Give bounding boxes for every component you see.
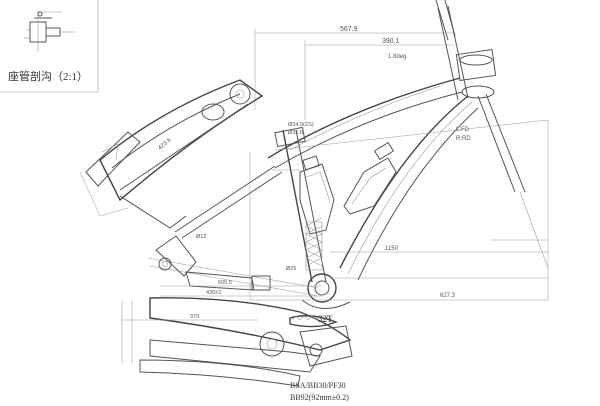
dim-stay-length: 423.6: [157, 137, 173, 152]
bottom-bracket: [301, 273, 351, 309]
top-tube: [267, 77, 463, 169]
dim-bottle-width: Ø34.9(ZS): [288, 122, 314, 128]
dim-head-upper: L:FD: [456, 127, 470, 133]
seat-stay-assembly: 423.6: [79, 79, 264, 229]
dim-head-lower: R:RD: [456, 136, 471, 142]
dim-swingarm: 379: [190, 314, 199, 320]
frame-dimension-box: 1150 627.3 Ø34.9(ZS) Ø31.6: [249, 119, 549, 301]
water-bottle-down-tube: [343, 141, 397, 215]
detail-caption: 座管剖沟（2:1）: [8, 69, 88, 83]
dim-top-inner: 390.1: [382, 38, 400, 45]
head-tube: [435, 0, 497, 101]
bb-spec-line: BB92(92mm±0.2): [290, 393, 349, 402]
dim-bottom-span: 627.3: [440, 293, 456, 299]
chainring: 32T: [289, 314, 338, 328]
seat-tube: [272, 126, 327, 283]
dim-dropout-label: Ø12: [196, 234, 206, 240]
water-bottle-seat-tube: [299, 155, 335, 235]
dim-stay-small: Ø25: [286, 266, 296, 272]
dim-mid-span: 1150: [385, 246, 399, 252]
top-dimension-lines: 567.9 390.1 1.8deg L:FD R:RD: [254, 26, 471, 142]
down-tube: [339, 95, 479, 281]
bb-notes: BSA/BB30/PF30 BB92(92mm±0.2): [290, 381, 349, 402]
fork-outline: [477, 93, 549, 269]
dim-top-outer: 567.9: [340, 26, 358, 33]
dim-pivot-span: 505.5: [218, 280, 232, 286]
dim-seat-ref: Ø31.6: [288, 130, 303, 136]
rear-dropout: 505.5 430±2 Ø12 Ø25: [155, 234, 322, 297]
seat-clamp-detail-sketch: [24, 10, 76, 52]
seat-tube-hatch: [305, 217, 323, 271]
main-frame: [267, 0, 549, 309]
chainring-label: 32T: [318, 314, 333, 324]
dim-tt-slope: 1.8deg: [388, 54, 406, 60]
bb-standard-line: BSA/BB30/PF30: [290, 381, 346, 390]
swingarm: 379: [121, 297, 353, 387]
dim-chainstay-span: 430±2: [206, 290, 221, 296]
seat-tube-detail-panel: 座管剖沟（2:1）: [0, 0, 99, 93]
